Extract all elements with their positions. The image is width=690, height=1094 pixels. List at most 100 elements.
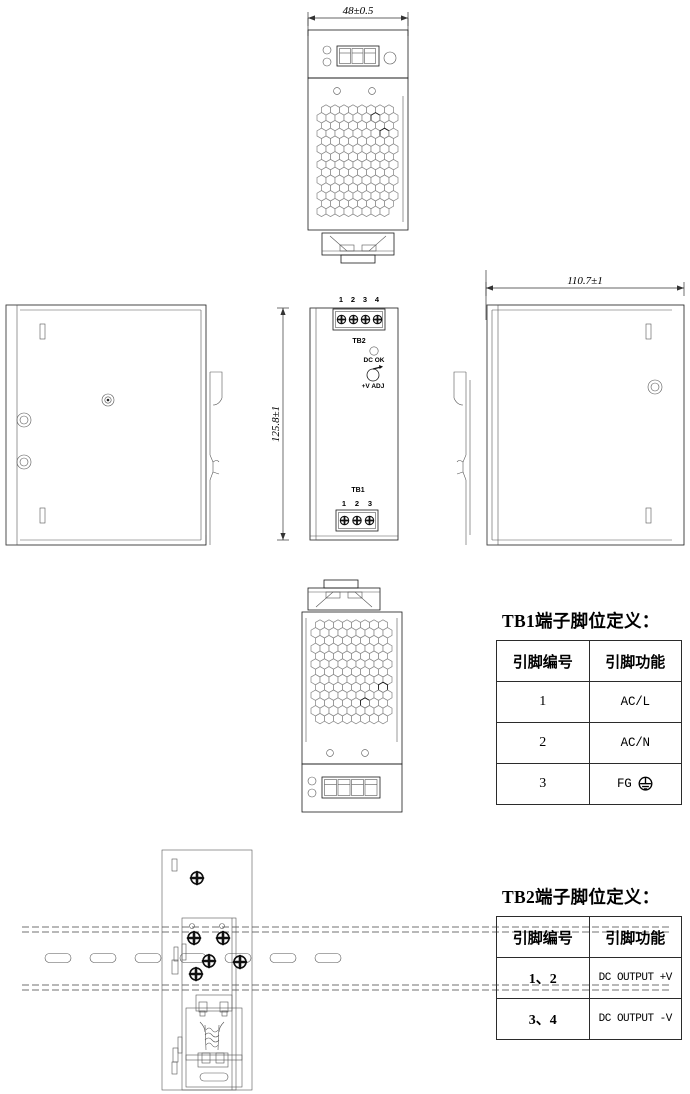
- tb2-pin-definition-block: TB2端子脚位定义： 引脚编号 引脚功能 1、2 DC OUTPUT +V 3、…: [496, 884, 690, 1040]
- tb1-row2-function: AC/N: [588, 722, 682, 764]
- top-view-pot: [383, 51, 397, 65]
- table-row: 2 AC/N: [496, 722, 682, 764]
- top-view-tb2-connector: [336, 45, 380, 67]
- tb2-header-function: 引脚功能: [588, 916, 682, 958]
- left-view-slot-top: [39, 323, 46, 340]
- mount-pilot-hole-left: [189, 923, 195, 929]
- right-view-center-screw: [647, 379, 663, 395]
- tb1-pin-table: 引脚编号 引脚功能 1 AC/L 2 AC/N 3 FG: [496, 640, 682, 805]
- mount-tab-d: [172, 1047, 179, 1063]
- front-view-tb1-connector: [335, 509, 379, 532]
- tb2-table-title: TB2端子脚位定义：: [502, 887, 660, 907]
- top-view-hole-right: [368, 87, 376, 95]
- mount-screw-upper-left: [186, 930, 202, 946]
- top-view-din-clip: [321, 232, 395, 264]
- top-view: 48±0.5: [307, 5, 409, 264]
- bottom-view: [301, 579, 403, 813]
- front-view-v-adj-label: +V ADJ: [362, 383, 385, 390]
- dim-side-depth-label: 110.7±1: [567, 275, 602, 287]
- tb1-pin-2-number: 2: [355, 499, 359, 508]
- table-row: 3、4 DC OUTPUT -V: [496, 998, 682, 1040]
- mount-screw-center: [201, 953, 217, 969]
- tb1-pin-3-number: 3: [368, 499, 372, 508]
- din-clip-spring-assembly: [185, 994, 243, 1088]
- mount-screw-lower-left: [188, 966, 204, 982]
- mount-tab-c: [171, 959, 179, 975]
- tb2-pin-table: 引脚编号 引脚功能 1、2 DC OUTPUT +V 3、4 DC OUTPUT…: [496, 916, 682, 1040]
- left-side-view: [5, 304, 223, 546]
- front-view-tb2-label: TB2: [352, 338, 365, 345]
- bottom-view-led-2: [307, 788, 317, 798]
- left-view-hole-lower: [16, 454, 32, 470]
- tb2-pin-3-number: 3: [363, 295, 367, 304]
- mount-tab-b: [181, 943, 187, 961]
- tb1-table-title: TB1端子脚位定义：: [502, 611, 660, 631]
- left-view-din-bracket: [205, 371, 223, 545]
- din-rail-slots: [44, 953, 342, 963]
- front-view-dc-ok-led: [369, 346, 379, 356]
- din-clip-release-slot: [199, 1072, 229, 1082]
- tb1-row1-function: AC/L: [588, 681, 682, 723]
- right-view-slot-bottom: [645, 507, 652, 524]
- mount-tab-a: [173, 946, 179, 962]
- mount-tab-e: [177, 1036, 183, 1054]
- front-view-dc-ok-label: DC OK: [364, 357, 385, 364]
- top-view-hole-left: [333, 87, 341, 95]
- tb1-row2-pin: 2: [496, 722, 590, 764]
- tb2-row2-pin: 3、4: [496, 998, 590, 1040]
- dim-top-width-label: 48±0.5: [343, 5, 374, 17]
- front-view-tb2-pin-numbers: 1 2 3 4: [339, 295, 380, 304]
- left-view-center-screw: [101, 393, 115, 407]
- left-view-slot-bottom: [39, 507, 46, 524]
- top-view-vent-honeycomb: [316, 104, 399, 217]
- dimension-48: 48±0.5: [307, 5, 409, 36]
- dimension-125-8: 125.8±1: [270, 307, 289, 541]
- tb2-row1-function: DC OUTPUT +V: [588, 957, 682, 999]
- tb2-pin-2-number: 2: [351, 295, 355, 304]
- tb2-header-pin: 引脚编号: [496, 916, 590, 958]
- bottom-view-din-clip: [307, 579, 381, 611]
- dim-front-height-label: 125.8±1: [270, 406, 282, 442]
- tb1-header-pin: 引脚编号: [496, 640, 590, 682]
- front-view-v-adj-pot: [366, 365, 383, 382]
- bottom-view-vent-honeycomb: [310, 619, 393, 725]
- front-view-tb1-pin-numbers: 1 2 3: [342, 499, 372, 508]
- tb2-row2-function: DC OUTPUT -V: [588, 998, 682, 1040]
- bottom-view-led-1: [307, 776, 317, 786]
- mount-view-slot-bottom: [171, 1061, 178, 1075]
- table-row: 1、2 DC OUTPUT +V: [496, 957, 682, 999]
- table-header-row: 引脚编号 引脚功能: [496, 916, 682, 958]
- mount-screw-upper-right: [215, 930, 231, 946]
- tb2-row1-pin: 1、2: [496, 957, 590, 999]
- top-view-led-1: [322, 45, 332, 55]
- mount-pilot-hole-right: [219, 923, 225, 929]
- front-view-tb1-label: TB1: [351, 487, 364, 494]
- right-view-slot-top: [645, 323, 652, 340]
- tb1-row3-function-text: FG: [616, 777, 632, 791]
- tb1-pin-1-number: 1: [342, 499, 346, 508]
- mount-view-slot-top: [171, 858, 178, 872]
- right-view-din-bracket: [453, 371, 471, 545]
- table-header-row: 引脚编号 引脚功能: [496, 640, 682, 682]
- top-view-led-2: [322, 57, 332, 67]
- table-row: 1 AC/L: [496, 681, 682, 723]
- right-side-view: 110.7±1: [453, 270, 685, 546]
- tb1-pin-definition-block: TB1端子脚位定义： 引脚编号 引脚功能 1 AC/L 2 AC/N 3: [496, 608, 690, 805]
- bottom-view-hole-left: [326, 749, 334, 757]
- front-view: 125.8±1 1 2 3 4 TB2: [270, 295, 399, 541]
- bottom-view-hole-right: [361, 749, 369, 757]
- mount-screw-right: [232, 954, 248, 970]
- tb1-row1-pin: 1: [496, 681, 590, 723]
- tb2-pin-1-number: 1: [339, 295, 343, 304]
- dimension-110-7: 110.7±1: [485, 270, 685, 320]
- tb1-row3-function: FG: [588, 763, 682, 805]
- tb1-header-function: 引脚功能: [588, 640, 682, 682]
- tb1-row3-pin: 3: [496, 763, 590, 805]
- earth-ground-icon: [637, 776, 654, 793]
- table-row: 3 FG: [496, 763, 682, 805]
- bottom-view-tb1-connector: [321, 776, 381, 799]
- front-view-tb2-connector: [332, 308, 386, 331]
- left-view-hole-upper: [16, 412, 32, 428]
- mount-screw-top: [189, 870, 205, 886]
